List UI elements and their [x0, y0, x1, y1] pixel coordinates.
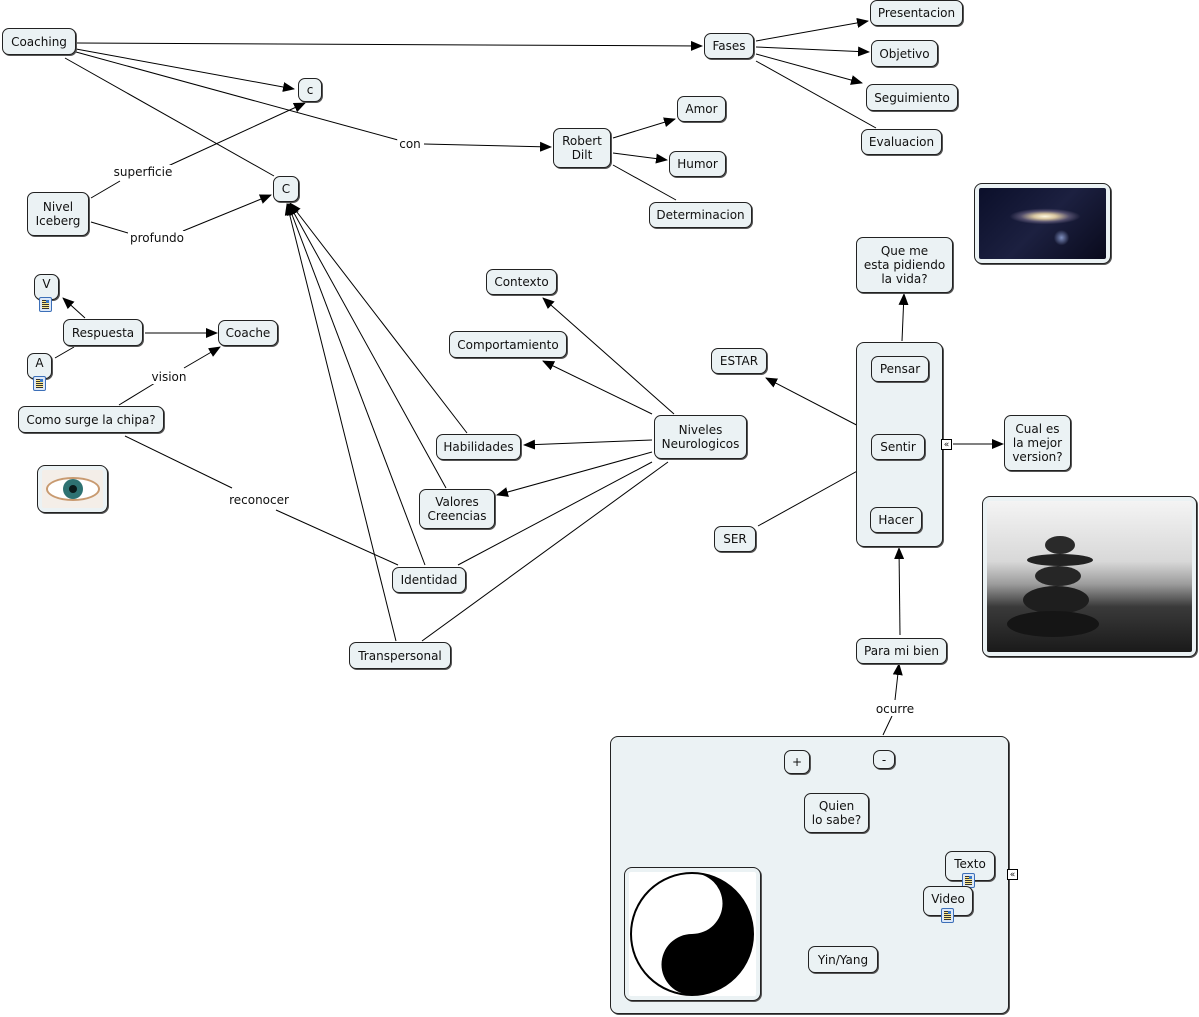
node-pensar[interactable]: Pensar — [871, 356, 929, 382]
node-habilidades[interactable]: Habilidades — [436, 434, 521, 460]
link-transpersonal-C — [284, 203, 397, 642]
yin-yang-icon — [630, 872, 754, 996]
node-presentacion[interactable]: Presentacion — [870, 0, 963, 26]
link-niveles-comportamiento — [542, 360, 653, 415]
link-profundo-C — [182, 194, 272, 232]
node-coaching[interactable]: Coaching — [2, 28, 76, 55]
link-como-reconocer — [124, 435, 233, 489]
node-identidad[interactable]: Identidad — [392, 567, 466, 593]
link-superficie-c — [167, 102, 306, 167]
link-fases-seguimiento — [755, 53, 863, 85]
link-coaching-con — [75, 51, 399, 141]
video-resource-icon[interactable] — [941, 908, 954, 923]
link-niveles-habilidades — [523, 439, 653, 450]
link-identidad-C — [287, 203, 426, 566]
link-valores-C — [288, 203, 447, 489]
node-sentir[interactable]: Sentir — [871, 434, 925, 460]
node-yin-yang[interactable]: Yin/Yang — [808, 946, 878, 973]
collapse-toggle-yinyang-container[interactable]: « — [1007, 869, 1018, 880]
link-label-profundo: profundo — [127, 231, 187, 245]
zen-stones-image — [982, 496, 1197, 657]
a-resource-icon[interactable] — [33, 376, 46, 391]
node-hacer[interactable]: Hacer — [870, 507, 922, 533]
collapse-toggle-pensar-container[interactable]: « — [941, 439, 952, 450]
link-robert-determinacion — [612, 164, 677, 201]
link-robert-amor — [612, 117, 676, 139]
collapse-minus-button[interactable]: - — [873, 750, 895, 769]
node-estar[interactable]: ESTAR — [711, 348, 767, 374]
node-fases[interactable]: Fases — [704, 33, 754, 59]
link-como-vision — [118, 382, 156, 406]
node-amor[interactable]: Amor — [677, 96, 726, 122]
link-paramibien-container — [894, 547, 905, 636]
link-sentir-ser — [757, 463, 871, 527]
eye-image — [37, 465, 108, 513]
node-humor[interactable]: Humor — [669, 151, 726, 177]
link-reconocer-identidad — [275, 509, 399, 566]
node-como-surge[interactable]: Como surge la chipa? — [18, 406, 164, 433]
node-evaluacion[interactable]: Evaluacion — [861, 129, 942, 155]
node-a[interactable]: A — [27, 353, 52, 379]
node-coache[interactable]: Coache — [218, 320, 278, 346]
link-fases-presentacion — [755, 18, 869, 42]
link-container-quemepide — [898, 293, 909, 342]
node-niveles-neurologicos[interactable]: Niveles Neurologicos — [654, 415, 747, 459]
link-label-reconocer: reconocer — [227, 493, 291, 507]
link-vision-coache — [183, 346, 221, 369]
node-cual-es-mejor-version[interactable]: Cual es la mejor version? — [1004, 415, 1071, 471]
link-coaching-C — [64, 57, 275, 177]
node-determinacion[interactable]: Determinacion — [649, 202, 752, 228]
node-robert-dilt[interactable]: Robert Dilt — [553, 128, 611, 168]
v-resource-icon[interactable] — [39, 297, 52, 312]
link-fases-objetivo — [755, 46, 870, 57]
link-niveles-valores — [496, 451, 653, 497]
node-comportamiento[interactable]: Comportamiento — [449, 331, 567, 358]
link-sentir-estar — [765, 377, 871, 433]
galaxy-image — [974, 183, 1111, 264]
node-que-me-pide[interactable]: Que me esta pidiendo la vida? — [856, 237, 953, 293]
node-respuesta[interactable]: Respuesta — [63, 319, 143, 346]
link-label-con: con — [397, 137, 423, 151]
node-objetivo[interactable]: Objetivo — [871, 40, 938, 67]
link-robert-humor — [612, 152, 668, 164]
node-quien-lo-sabe[interactable]: Quien lo sabe? — [804, 793, 869, 833]
link-con-robert — [423, 141, 552, 152]
link-container-ocurre — [882, 715, 893, 736]
node-nivel-iceberg[interactable]: Nivel Iceberg — [27, 192, 89, 236]
link-respuesta-a — [54, 346, 75, 359]
link-niveles-contexto — [542, 297, 675, 415]
link-iceberg-profundo — [90, 221, 129, 234]
node-c-lower[interactable]: c — [298, 78, 322, 102]
node-contexto[interactable]: Contexto — [486, 269, 557, 295]
link-respuesta-v — [62, 297, 86, 319]
yin-yang-image — [624, 867, 761, 1001]
link-habilidades-C — [289, 202, 468, 434]
link-label-vision: vision — [149, 370, 189, 384]
link-niveles-identidad — [457, 461, 653, 566]
link-iceberg-superficie — [90, 180, 121, 199]
node-seguimiento[interactable]: Seguimiento — [866, 84, 958, 111]
node-para-mi-bien[interactable]: Para mi bien — [856, 638, 947, 664]
link-label-ocurre: ocurre — [873, 702, 917, 716]
link-ocurre-paramibien — [892, 663, 903, 701]
link-label-superficie: superficie — [111, 165, 175, 179]
link-fases-evaluacion — [755, 60, 877, 129]
link-coaching-c — [75, 48, 295, 92]
link-coaching-fases — [75, 40, 703, 51]
expand-plus-button[interactable]: + — [784, 750, 810, 774]
node-ser[interactable]: SER — [714, 526, 756, 552]
node-transpersonal[interactable]: Transpersonal — [349, 642, 451, 669]
node-c-upper[interactable]: C — [273, 176, 299, 202]
link-niveles-transpersonal — [421, 461, 669, 642]
node-valores-creencias[interactable]: Valores Creencias — [419, 489, 495, 529]
